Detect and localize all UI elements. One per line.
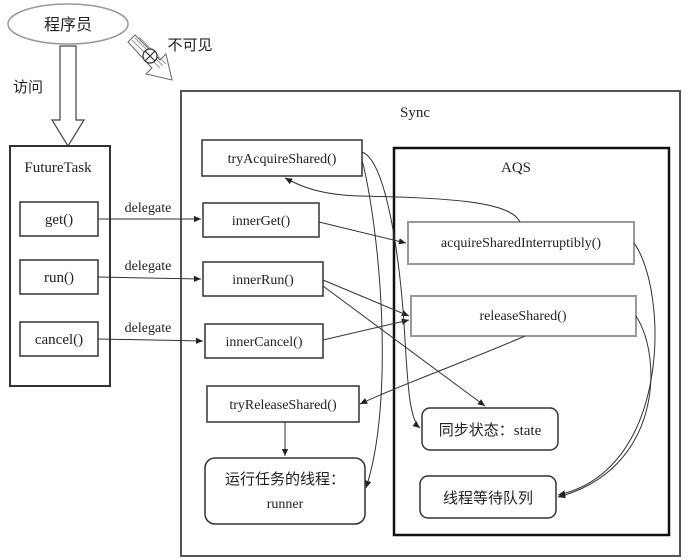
run-method-box xyxy=(19,259,99,295)
runner-thread-label-line1: 运行任务的线程： xyxy=(225,471,345,488)
run-method-label: run() xyxy=(44,270,74,286)
sync-box xyxy=(180,90,681,557)
acquire-to-queue-arrow xyxy=(557,242,656,497)
release-shared-box xyxy=(410,295,637,337)
delegate-arrows xyxy=(97,215,204,345)
sync-title: Sync xyxy=(400,105,430,121)
try-release-shared-box xyxy=(206,385,360,423)
delegate-label-get: delegate xyxy=(125,201,172,216)
inner-run-to-state-arrow xyxy=(322,285,486,407)
try-release-shared-label: tryReleaseShared() xyxy=(229,398,337,413)
acquire-to-try-acquire-arrow xyxy=(284,177,521,223)
inner-cancel-box xyxy=(204,323,324,359)
programmer-ellipse xyxy=(7,3,129,45)
try-acquire-shared-label: tryAcquireShared() xyxy=(228,152,337,167)
wait-queue-label: 线程等待队列 xyxy=(443,489,533,507)
inner-run-label: innerRun() xyxy=(232,273,294,288)
delegate-run-arrow xyxy=(97,275,202,283)
inner-get-to-acquire-arrow xyxy=(318,221,407,245)
delegate-cancel-arrow xyxy=(97,337,204,345)
runner-thread-box xyxy=(204,457,366,525)
get-method-label: get() xyxy=(45,212,73,228)
flow-arrows xyxy=(281,151,656,499)
release-to-try-release-arrow xyxy=(359,335,526,405)
sync-state-label: 同步状态：state xyxy=(439,422,542,439)
try-acquire-to-state-arrow xyxy=(361,151,421,429)
runner-thread-label-line2: runner xyxy=(267,497,304,512)
release-to-queue-arrow xyxy=(557,315,652,499)
futuretask-title: FutureTask xyxy=(24,160,92,176)
access-arrow xyxy=(50,45,86,148)
acquire-shared-interruptibly-box xyxy=(407,221,635,265)
cancel-method-label: cancel() xyxy=(35,332,83,348)
get-method-box xyxy=(19,201,99,237)
inner-run-box xyxy=(202,261,324,297)
access-label: 访问 xyxy=(13,79,43,96)
inner-get-box xyxy=(202,202,320,238)
try-acquire-to-runner-arrow xyxy=(361,159,383,489)
programmer-label: 程序员 xyxy=(44,16,92,34)
wait-queue-box xyxy=(419,475,557,519)
inner-run-to-release-arrow xyxy=(322,279,410,317)
acquire-shared-interruptibly-label: acquireSharedInterruptibly() xyxy=(441,236,601,251)
release-shared-label: releaseShared() xyxy=(479,309,566,324)
delegate-label-run: delegate xyxy=(125,259,172,274)
delegate-label-cancel: delegate xyxy=(125,321,172,336)
invisible-label: 不可见 xyxy=(167,38,212,54)
cancel-method-box xyxy=(19,321,99,357)
try-acquire-shared-box xyxy=(201,139,363,177)
sync-state-box xyxy=(421,407,559,451)
aqs-title: AQS xyxy=(501,160,531,176)
inner-cancel-to-release-arrow xyxy=(322,318,410,341)
inner-get-label: innerGet() xyxy=(232,214,291,229)
aqs-box xyxy=(392,146,671,537)
no-access-icon xyxy=(142,48,158,64)
inner-cancel-label: innerCancel() xyxy=(226,335,303,350)
